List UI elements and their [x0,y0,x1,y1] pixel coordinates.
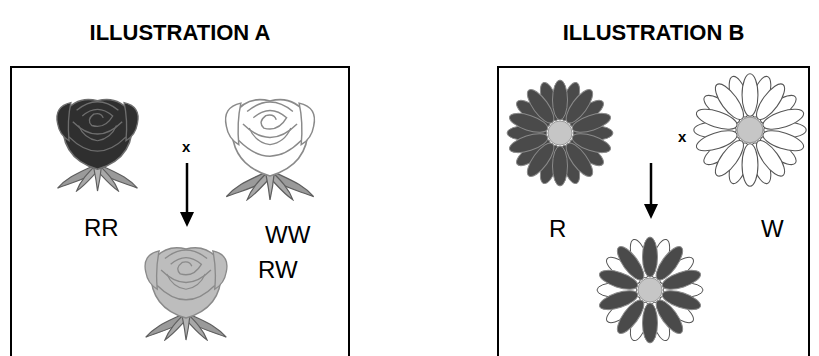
spotted-daisy [597,237,703,343]
genotype-label: W [761,216,784,242]
genotype-label: WW [265,222,310,248]
white-daisy [694,74,806,186]
pink-rose [145,248,227,340]
illustration-panel: ILLUSTRATION A [10,66,350,356]
cross-symbol: x [678,129,686,146]
panel-heading: ILLUSTRATION A [90,20,271,46]
white-rose [226,100,315,200]
cross-symbol: x [182,139,190,156]
cross-arrow-b [644,163,658,219]
panel-heading: ILLUSTRATION B [563,20,745,46]
genotype-label: R [549,216,566,242]
red-daisy [507,80,613,186]
genotype-label: RW [258,257,298,283]
genotype-label: RR [84,215,119,241]
cross-arrow-a [180,163,194,227]
illustration-panel: ILLUSTRATION B [497,66,810,356]
red-rose [57,99,138,191]
